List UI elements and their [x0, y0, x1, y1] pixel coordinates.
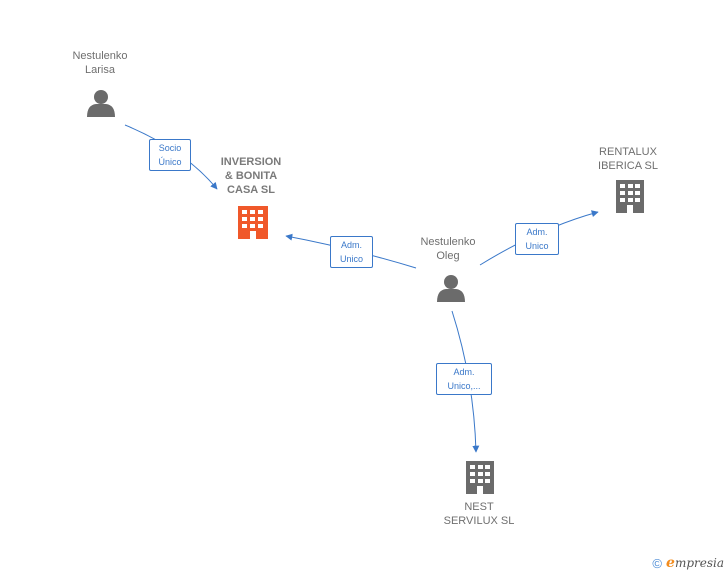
building-icon[interactable]: [238, 206, 268, 239]
edge-label-oleg-nest: Adm. Unico,...: [436, 363, 492, 395]
edge-label-oleg-rentalux: Adm. Unico: [515, 223, 559, 255]
node-label-larisa[interactable]: Nestulenko Larisa: [72, 50, 128, 76]
person-icon[interactable]: [87, 90, 115, 117]
node-label-nest[interactable]: NEST SERVILUX SL: [443, 501, 515, 527]
building-icon[interactable]: [616, 180, 644, 213]
person-icon[interactable]: [437, 275, 465, 302]
node-label-oleg[interactable]: Nestulenko Oleg: [420, 236, 476, 262]
edge-label-oleg-inversion: Adm. Unico: [330, 236, 373, 268]
copyright-symbol: ©: [652, 555, 663, 571]
brand-logo: empresia: [666, 555, 724, 571]
footer-branding: © empresia: [652, 555, 724, 571]
brand-initial: e: [666, 555, 675, 571]
building-icon[interactable]: [466, 461, 494, 494]
brand-text: mpresia: [674, 556, 724, 570]
edge-label-larisa-inversion: Socio Único: [149, 139, 191, 171]
node-label-rentalux[interactable]: RENTALUX IBERICA SL: [598, 146, 658, 172]
node-label-inversion[interactable]: INVERSION & BONITA CASA SL: [220, 156, 282, 196]
